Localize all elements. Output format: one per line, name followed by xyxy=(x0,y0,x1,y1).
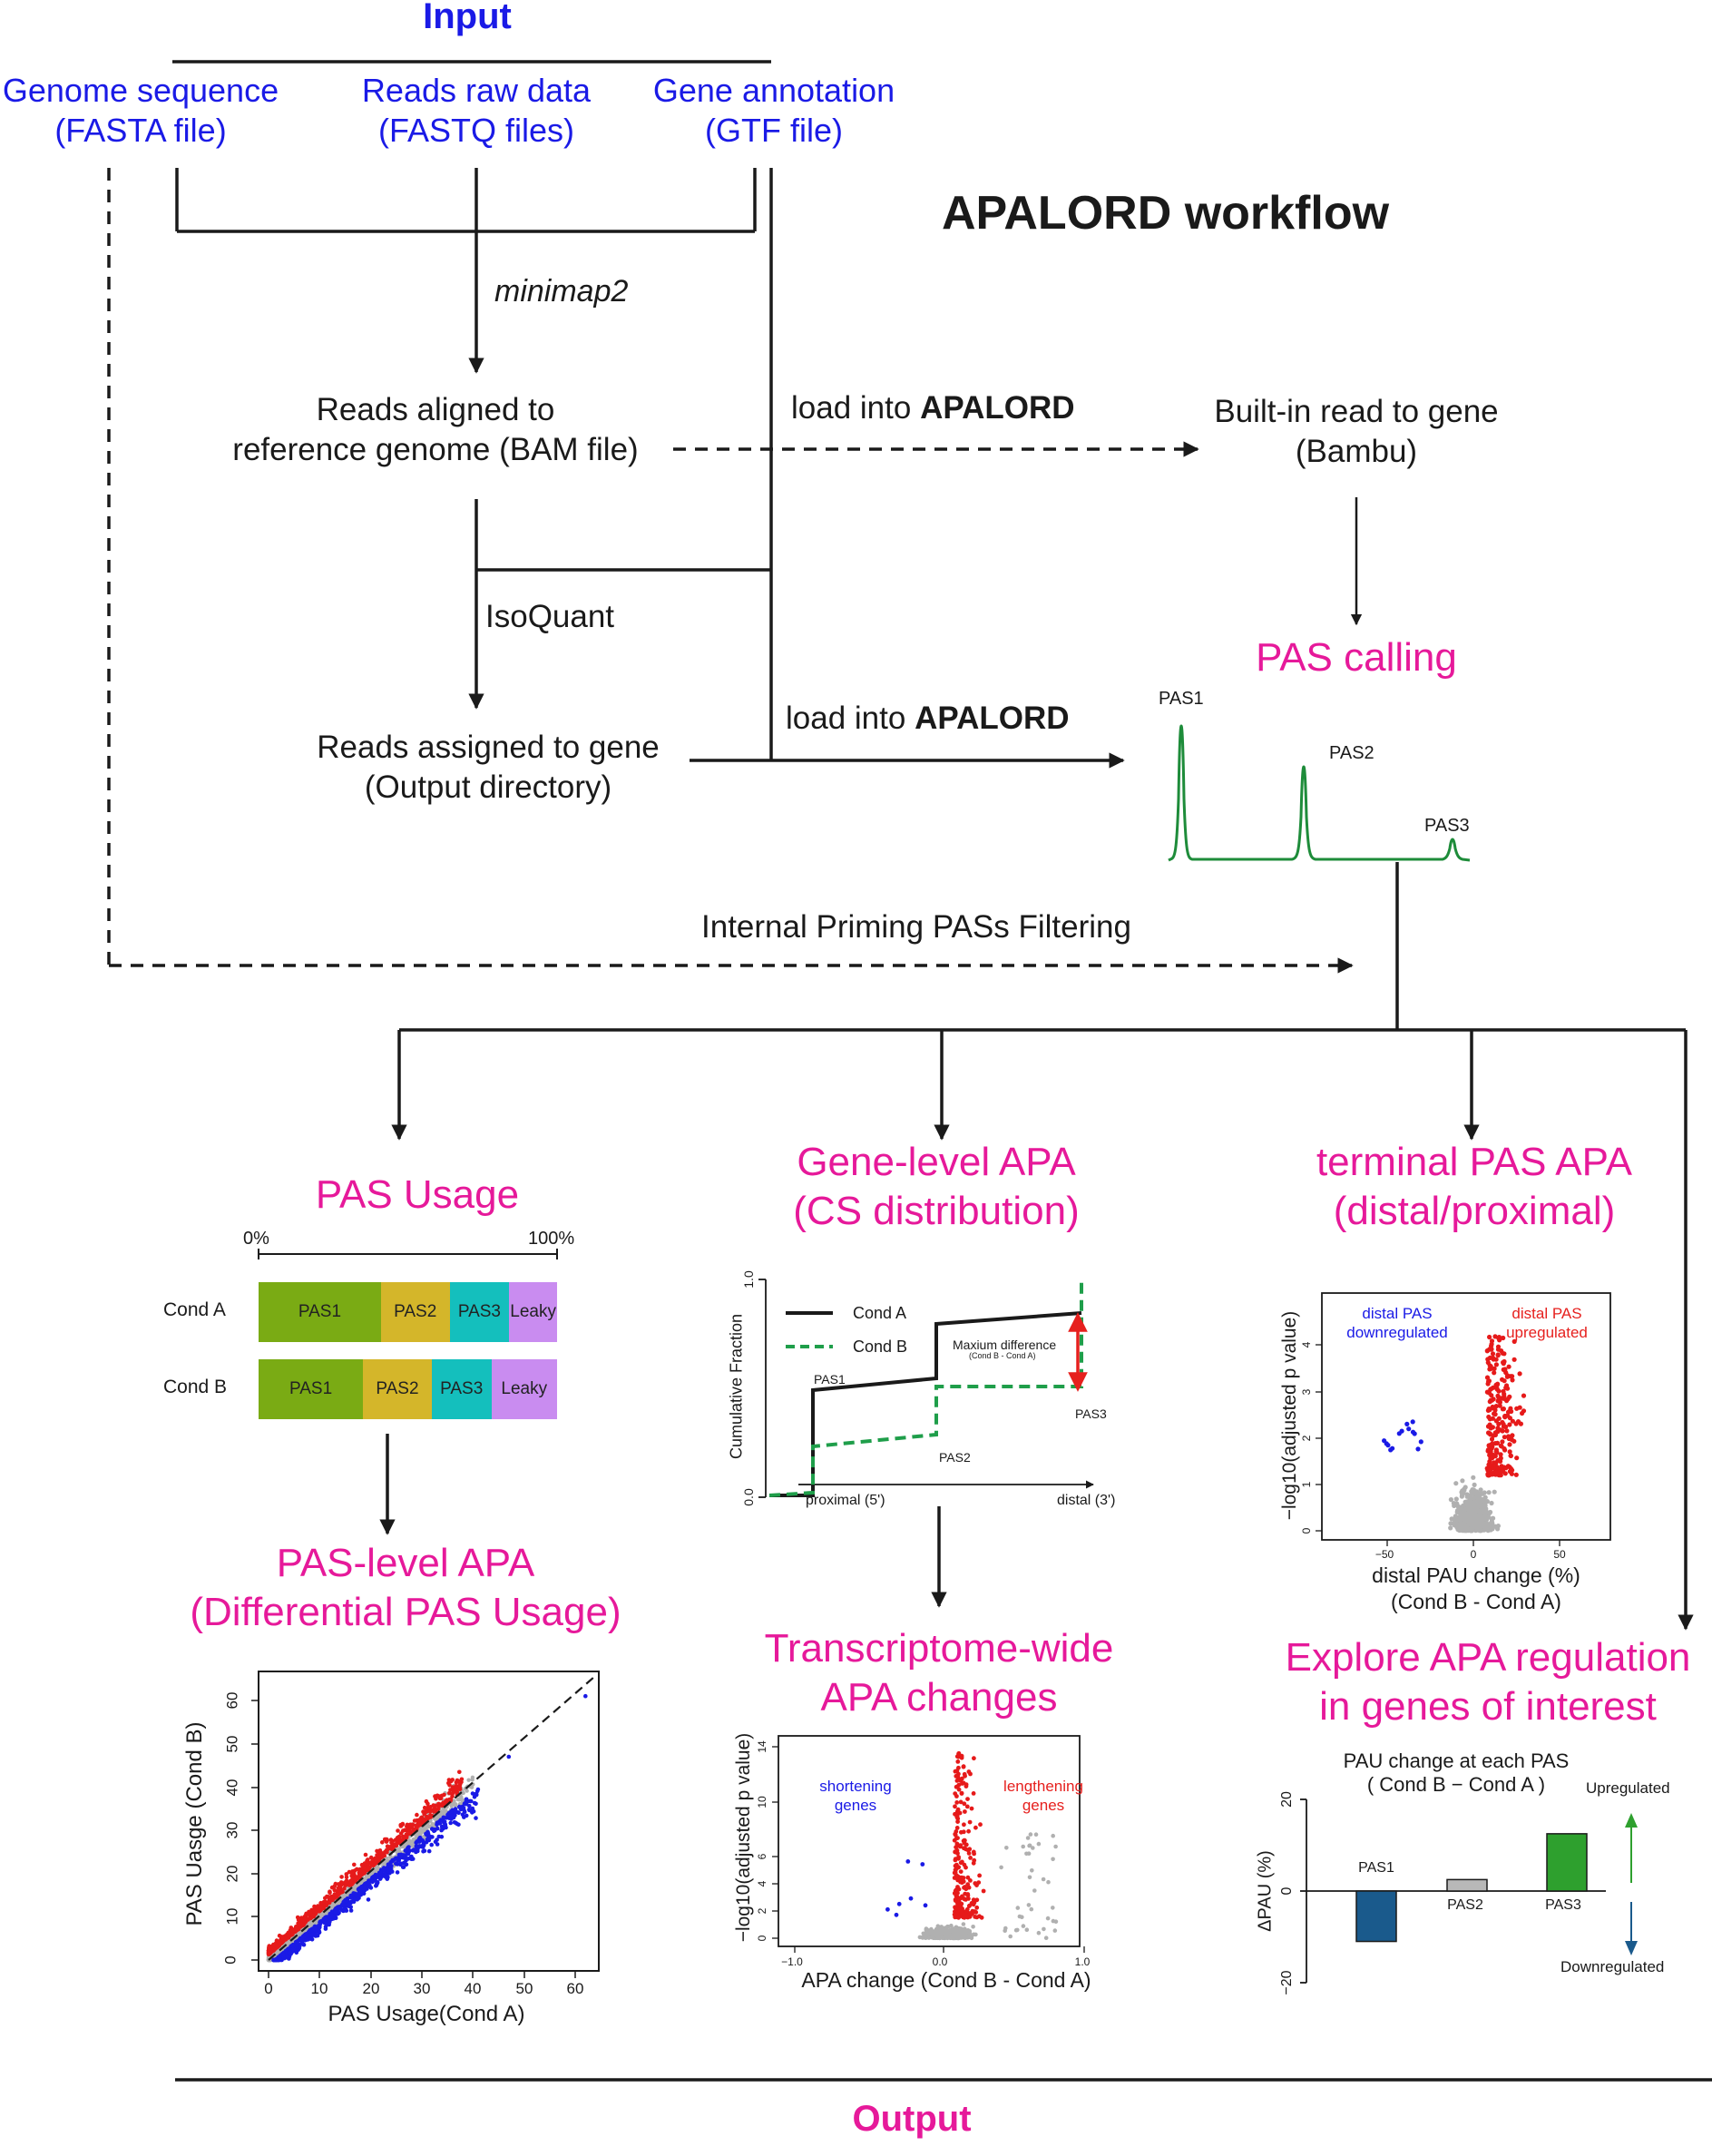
load-into-apalord-lower: load into APALORD xyxy=(786,701,1070,736)
cond-a-label: Cond A xyxy=(163,1299,226,1320)
load-into-apalord-upper: load into APALORD xyxy=(791,390,1075,426)
upregulated-label: Upregulated xyxy=(1586,1779,1670,1797)
scatter-point xyxy=(385,1844,390,1848)
pas-peaks-trace xyxy=(1168,724,1471,862)
usage-segment-pas3: PAS3 xyxy=(449,1282,510,1342)
scatter-point xyxy=(454,1802,458,1807)
scatter-point xyxy=(366,1874,370,1878)
pas-calling-heading: PAS calling xyxy=(1256,635,1457,680)
reads-raw-data-label: Reads raw data(FASTQ files) xyxy=(361,72,592,149)
pas-level-heading: PAS-level APA(Differential PAS Usage) xyxy=(190,1541,621,1634)
upregulated-arrow xyxy=(1625,1813,1638,1883)
scatter-point xyxy=(374,1867,378,1871)
pau-ylabel: ΔPAU (%) xyxy=(1255,1850,1276,1932)
input-heading: Input xyxy=(423,0,512,36)
pau-bar-pas3 xyxy=(1546,1833,1588,1892)
reads-assigned-label: Reads assigned to gene(Output directory) xyxy=(317,730,660,805)
scatter-point xyxy=(396,1828,400,1833)
scatter-point xyxy=(466,1778,471,1782)
output-heading: Output xyxy=(852,2099,972,2139)
scatter-point xyxy=(312,1904,317,1909)
usage-segment-pas1: PAS1 xyxy=(259,1282,381,1342)
axis-100-percent: 100% xyxy=(528,1229,575,1249)
pau-ytick-neg20: −20 xyxy=(1279,1970,1295,1995)
cond-b-label: Cond B xyxy=(163,1377,228,1397)
pau-ytick-0: 0 xyxy=(1279,1886,1295,1896)
scatter-point xyxy=(470,1778,474,1782)
usage-segment-leaky: Leaky xyxy=(509,1282,557,1342)
workflow-title: APALORD workflow xyxy=(942,187,1390,240)
gene-annotation-label: Gene annotation(GTF file) xyxy=(652,72,895,149)
scatter-point xyxy=(438,1812,443,1818)
peak-label-pas3: PAS3 xyxy=(1424,816,1470,836)
minimap2-label: minimap2 xyxy=(494,274,629,309)
pau-ytick-20: 20 xyxy=(1279,1791,1295,1808)
scatter-point xyxy=(430,1823,435,1828)
filtering-label: Internal Priming PASs Filtering xyxy=(701,909,1131,945)
usage-segment-pas3: PAS3 xyxy=(431,1359,492,1419)
pau-bar-pas1 xyxy=(1355,1890,1397,1943)
pau-bar-pas2 xyxy=(1446,1878,1488,1892)
usage-segment-leaky: Leaky xyxy=(491,1359,557,1419)
pau-bar-label-pas2: PAS2 xyxy=(1447,1897,1483,1913)
scatter-point xyxy=(460,1798,465,1803)
peak-label-pas2: PAS2 xyxy=(1329,743,1374,763)
scatter-point xyxy=(322,1911,327,1916)
pau-bar-label-pas3: PAS3 xyxy=(1545,1897,1581,1913)
usage-segment-pas1: PAS1 xyxy=(259,1359,364,1419)
isoquant-label: IsoQuant xyxy=(485,599,615,634)
scatter-point xyxy=(444,1808,448,1813)
peak-label-pas1: PAS1 xyxy=(1159,689,1204,709)
downregulated-arrow xyxy=(1625,1902,1638,1955)
scatter-point xyxy=(344,1875,349,1879)
scatter-point xyxy=(452,1798,456,1803)
genome-sequence-label: Genome sequence(FASTA file) xyxy=(2,72,279,149)
scatter-point xyxy=(435,1817,440,1821)
axis-0-percent: 0% xyxy=(243,1229,269,1249)
pas-usage-heading: PAS Usage xyxy=(315,1172,520,1217)
scatter-point xyxy=(277,1933,282,1938)
scatter-point xyxy=(454,1779,459,1785)
usage-segment-pas2: PAS2 xyxy=(363,1359,432,1419)
scatter-point xyxy=(447,1783,452,1788)
pau-bar-label-pas1: PAS1 xyxy=(1358,1860,1394,1876)
bambu-label: Built-in read to gene(Bambu) xyxy=(1214,394,1499,469)
usage-segment-pas2: PAS2 xyxy=(380,1282,450,1342)
scatter-point xyxy=(415,1812,419,1818)
scatter-point xyxy=(385,1857,389,1862)
downregulated-label: Downregulated xyxy=(1560,1958,1665,1975)
